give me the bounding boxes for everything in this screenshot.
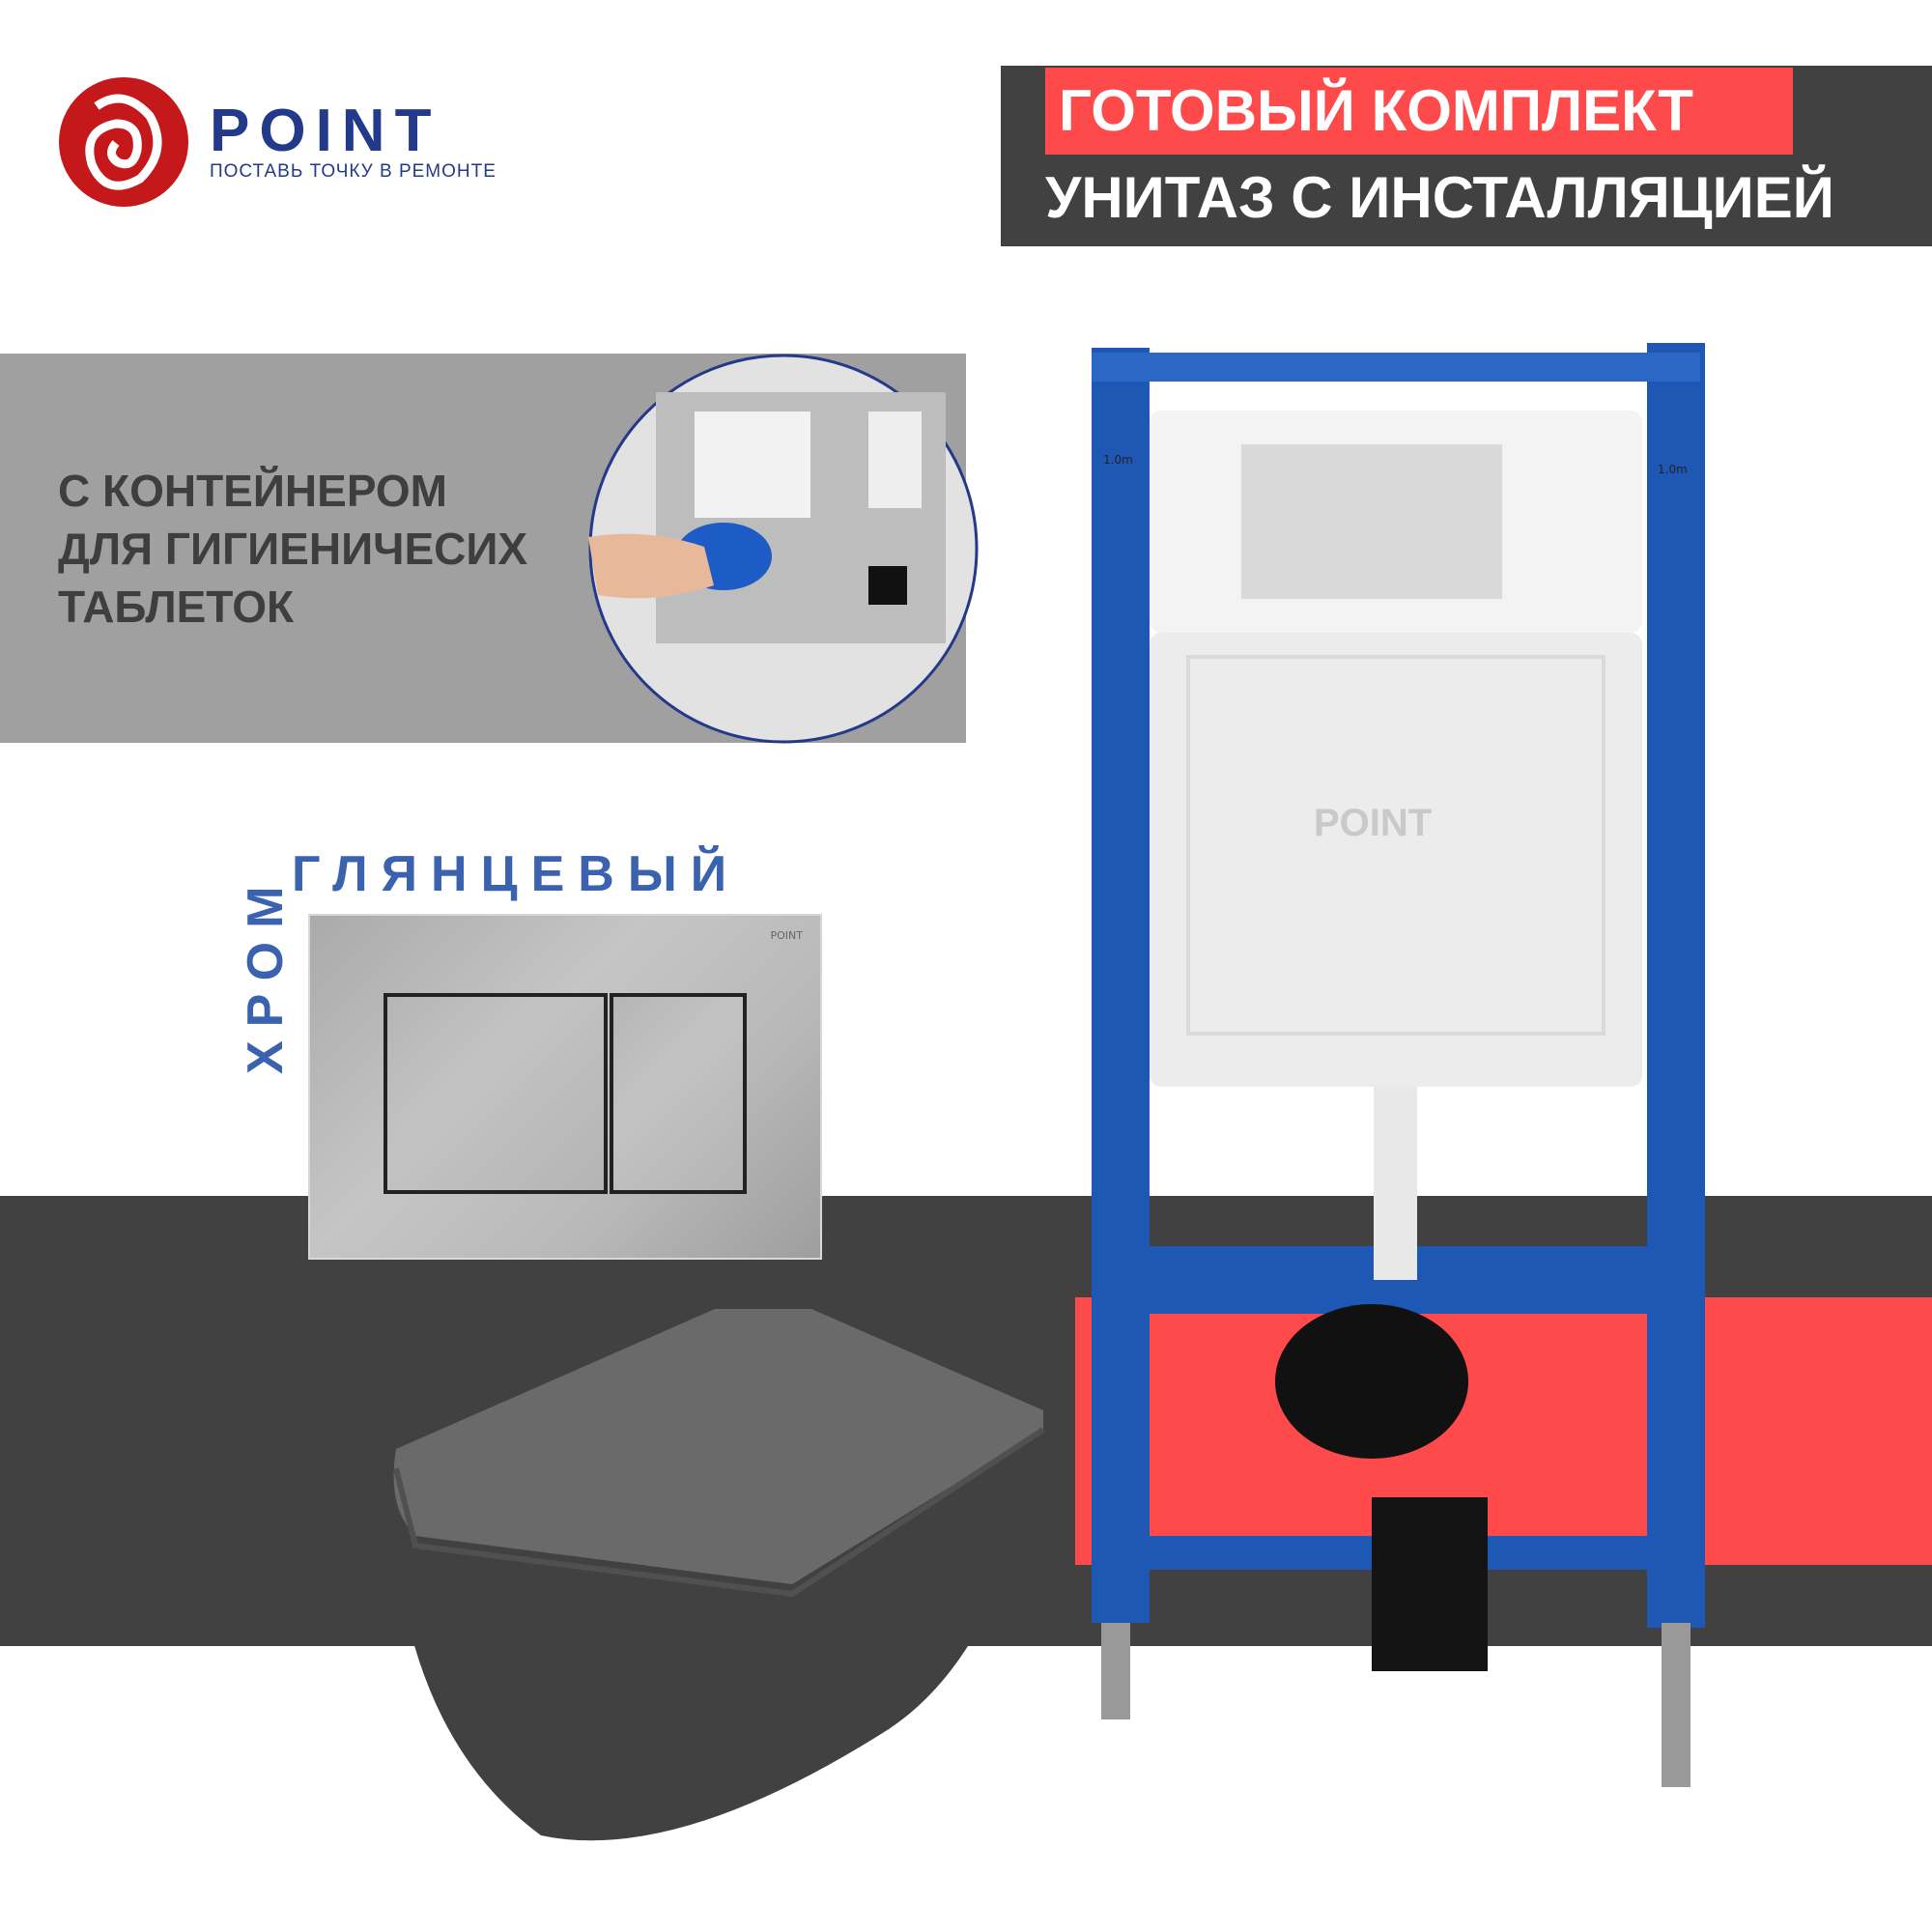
flush-button-small	[610, 993, 747, 1194]
header-subtitle: УНИТАЗ С ИНСТАЛЛЯЦИЕЙ	[1045, 165, 1834, 230]
feature-line: ТАБЛЕТОК	[58, 582, 295, 632]
frame-logo: POINT	[1314, 802, 1432, 844]
flush-button-large	[384, 993, 608, 1194]
header-title: ГОТОВЫЙ КОМПЛЕКТ	[1045, 68, 1793, 155]
tablet-container-photo	[588, 354, 979, 744]
feature-text: С КОНТЕЙНЕРОМ ДЛЯ ГИГИЕНИЧЕСИХ ТАБЛЕТОК	[58, 462, 527, 636]
plate-logo: POINT	[770, 929, 803, 942]
finish-chrome-label: ХРОМ	[238, 872, 294, 1074]
brand-tagline: ПОСТАВЬ ТОЧКУ В РЕМОНТЕ	[210, 161, 497, 182]
feature-line: ДЛЯ ГИГИЕНИЧЕСИХ	[58, 524, 528, 574]
red-accent-block	[1075, 1297, 1932, 1565]
finish-gloss-label: ГЛЯНЦЕВЫЙ	[292, 846, 741, 902]
point-logo-icon	[59, 77, 188, 207]
brand-name: POINT	[210, 98, 441, 164]
installation-frame-image: POINT 1.0m 1.0m	[1092, 343, 1705, 1787]
wall-hung-toilet-image	[391, 1309, 1045, 1841]
frame-mark-right: 1.0m	[1658, 463, 1688, 476]
frame-mark-left: 1.0m	[1103, 453, 1133, 467]
flush-plate: POINT	[308, 914, 822, 1260]
feature-line: С КОНТЕЙНЕРОМ	[58, 466, 447, 516]
